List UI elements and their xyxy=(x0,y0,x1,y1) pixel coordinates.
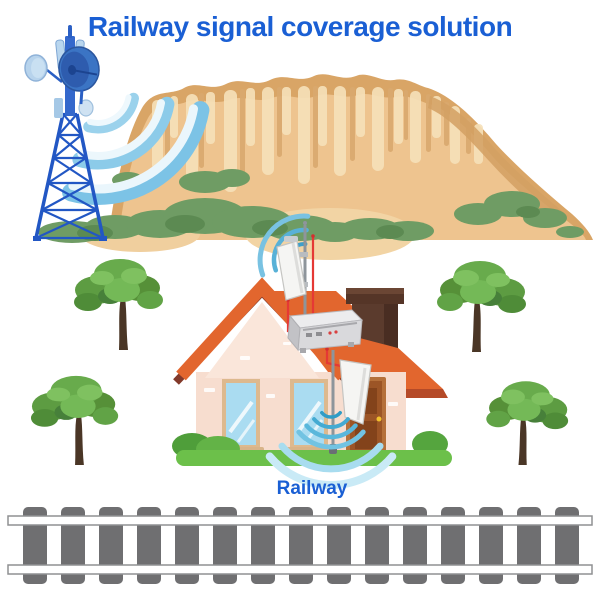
tree-icon xyxy=(485,380,570,467)
chimney xyxy=(346,288,404,348)
tree-icon xyxy=(72,257,165,352)
gable-face xyxy=(205,302,319,378)
small-dish-icon xyxy=(78,99,94,117)
tree-icon xyxy=(29,374,120,467)
cliff-striations-light xyxy=(152,86,483,192)
mountain xyxy=(38,74,593,260)
panel-antenna-down-icon xyxy=(339,359,372,425)
tower-legs xyxy=(34,113,105,239)
panel-antenna-icon xyxy=(276,236,307,301)
lattice-bracing xyxy=(35,112,104,240)
door-knob xyxy=(376,416,382,422)
rail xyxy=(7,515,593,526)
railway-label: Railway xyxy=(276,478,348,499)
satellite-dish-icon xyxy=(58,46,100,105)
wall-bricks xyxy=(204,342,398,406)
railway-signal-waves-icon xyxy=(265,410,397,489)
small-panel-icon xyxy=(54,98,63,118)
tree-icon xyxy=(435,259,528,354)
rail xyxy=(7,564,593,575)
railway-track-icon xyxy=(7,507,593,584)
signal-repeater-icon xyxy=(287,309,364,353)
telecom-tower-icon xyxy=(24,25,107,241)
slope-shadow xyxy=(428,96,568,224)
page-title: Railway signal coverage solution xyxy=(87,11,513,42)
coverage-equipment xyxy=(276,221,372,454)
